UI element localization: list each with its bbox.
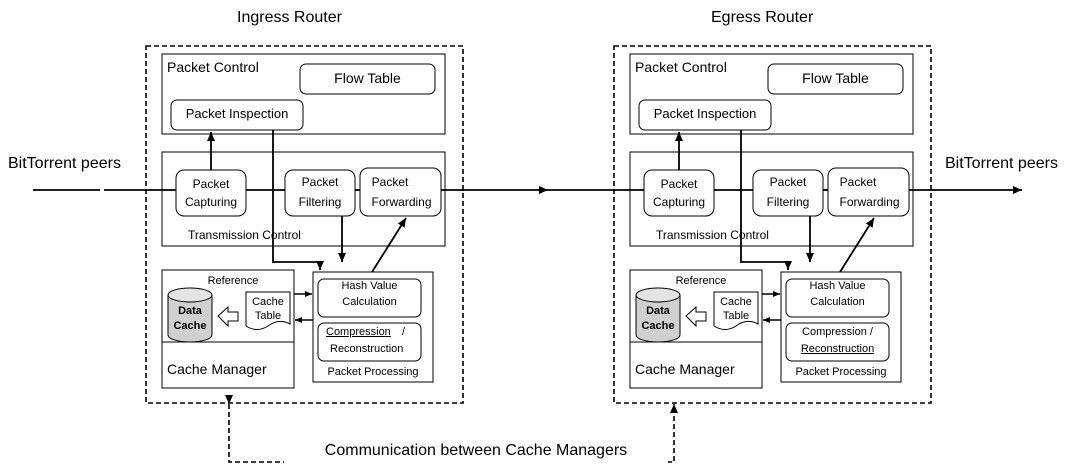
- egress-router: [548, 45, 1022, 404]
- egress-router-title: Egress Router: [711, 9, 814, 26]
- ingress-reconstruction-label: Reconstruction: [330, 343, 404, 355]
- ingress-packet-capturing-label-2: Capturing: [184, 195, 238, 209]
- ingress-packet-forwarding-box: [359, 167, 442, 217]
- egress-data-cache-icon: [635, 287, 681, 343]
- egress-packet-forwarding-box: [827, 167, 910, 217]
- ingress-compression-label: Compression: [326, 326, 391, 338]
- right-peers-label: BitTorrent peers: [945, 155, 1058, 172]
- ingress-packet-filtering-label-1: Packet: [301, 175, 339, 189]
- egress-data-cache-label-2: Cache: [641, 320, 675, 332]
- ingress-packet-capturing-label-1: Packet: [192, 177, 230, 191]
- ingress-cache-manager-label: Cache Manager: [167, 361, 267, 377]
- egress-compression-box: [785, 322, 890, 362]
- communication-label-mask: [284, 440, 668, 464]
- egress-packet-filtering-label-2: Filtering: [766, 195, 810, 209]
- ingress-packet-inspection-label: Packet Inspection: [185, 106, 289, 121]
- egress-inspection-to-hash-arrow: [740, 130, 792, 270]
- ingress-cache-table-doc: [245, 291, 291, 330]
- egress-packet-capturing-label-1: Packet: [660, 177, 698, 191]
- ingress-slash-label: /: [402, 326, 406, 338]
- ingress-hash-to-forwarding-arrow: [371, 217, 407, 273]
- ingress-packet-inspection-box: [170, 99, 304, 131]
- egress-packet-inspection-box: [638, 99, 772, 131]
- communication-label: Communication between Cache Managers: [324, 442, 628, 459]
- egress-packet-forwarding-label-1: Packet: [839, 175, 877, 189]
- egress-cache-table-doc: [713, 291, 759, 330]
- egress-cache-table-label-1: Cache: [720, 296, 752, 308]
- ingress-packet-forwarding-label-1: Packet: [371, 175, 409, 189]
- ingress-router-title: Ingress Router: [237, 9, 342, 26]
- egress-cache-table-label-2: Table: [722, 310, 750, 322]
- ingress-data-cache-label-2: Cache: [173, 320, 207, 332]
- egress-packet-filtering-box: [752, 169, 824, 217]
- ingress-hollow-arrow-icon: [217, 305, 239, 328]
- ingress-hash-value-label-1: Hash Value: [341, 280, 398, 292]
- egress-packet-processing-label: Packet Processing: [795, 366, 887, 378]
- egress-reconstruction-label: Reconstruction: [800, 343, 875, 355]
- left-peers-label: BitTorrent peers: [8, 155, 121, 172]
- ingress-compression-box: [317, 322, 422, 362]
- egress-flow-table-box: [767, 63, 904, 95]
- egress-hash-value-label-2: Calculation: [810, 296, 865, 308]
- ingress-data-cache-label-1: Data: [178, 305, 202, 317]
- ingress-hash-value-box: [317, 278, 422, 318]
- egress-router-boundary: [613, 45, 932, 404]
- egress-reference-label: Reference: [675, 275, 727, 287]
- ingress-packet-filtering-box: [284, 169, 356, 217]
- egress-compression-label: Compression /: [802, 326, 873, 338]
- egress-packet-capturing-label-2: Capturing: [652, 195, 706, 209]
- ingress-reference-label: Reference: [207, 275, 259, 287]
- ingress-packet-processing-label: Packet Processing: [327, 366, 419, 378]
- egress-packet-filtering-label-1: Packet: [769, 175, 807, 189]
- ingress-flow-table-label: Flow Table: [334, 70, 401, 86]
- ingress-packet-forwarding-label-2: Forwarding: [371, 195, 432, 209]
- egress-hash-value-label-1: Hash Value: [809, 280, 866, 292]
- egress-flow-table-label: Flow Table: [802, 70, 869, 86]
- egress-hash-value-box: [785, 278, 890, 318]
- egress-reconstruction-label-wrap: Reconstruction: [786, 343, 889, 356]
- ingress-router: [33, 45, 548, 404]
- ingress-cache-table-label-2: Table: [254, 310, 282, 322]
- ingress-flow-table-box: [299, 63, 436, 95]
- egress-packet-inspection-label: Packet Inspection: [653, 106, 757, 121]
- egress-data-cache-label-1: Data: [646, 305, 670, 317]
- egress-packet-forwarding-label-2: Forwarding: [839, 195, 900, 209]
- ingress-packet-filtering-label-2: Filtering: [298, 195, 342, 209]
- ingress-packet-control-label: Packet Control: [167, 59, 259, 75]
- ingress-transmission-control-label: Transmission Control: [188, 228, 301, 242]
- ingress-data-cache-icon: [167, 287, 213, 343]
- egress-hollow-arrow-icon: [685, 305, 707, 328]
- egress-cache-manager-label: Cache Manager: [635, 361, 735, 377]
- ingress-inspection-to-hash-arrow: [272, 130, 324, 270]
- egress-packet-control-label: Packet Control: [635, 59, 727, 75]
- egress-hash-to-forwarding-arrow: [839, 217, 875, 273]
- egress-transmission-control-label: Transmission Control: [656, 228, 769, 242]
- ingress-cache-table-label-1: Cache: [252, 296, 284, 308]
- ingress-hash-value-label-2: Calculation: [342, 296, 397, 308]
